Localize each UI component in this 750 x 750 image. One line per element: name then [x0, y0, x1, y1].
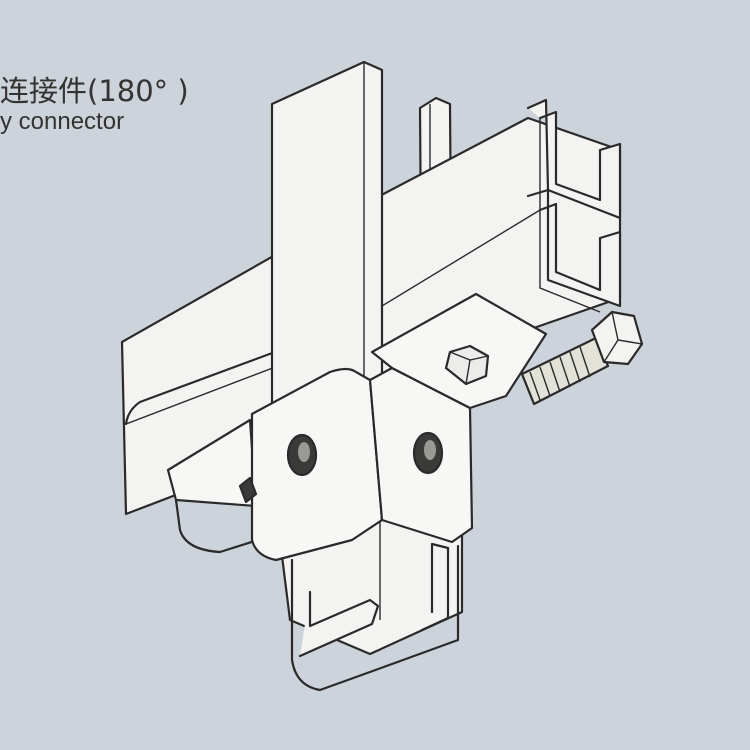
- hex-bolt-icon: [520, 310, 644, 406]
- caption-title-english: y connector: [0, 108, 125, 135]
- hex-nut-icon: [444, 344, 490, 386]
- caption-title-chinese: 连接件(180° ): [0, 74, 189, 108]
- lower-bolt-icon: [238, 476, 258, 504]
